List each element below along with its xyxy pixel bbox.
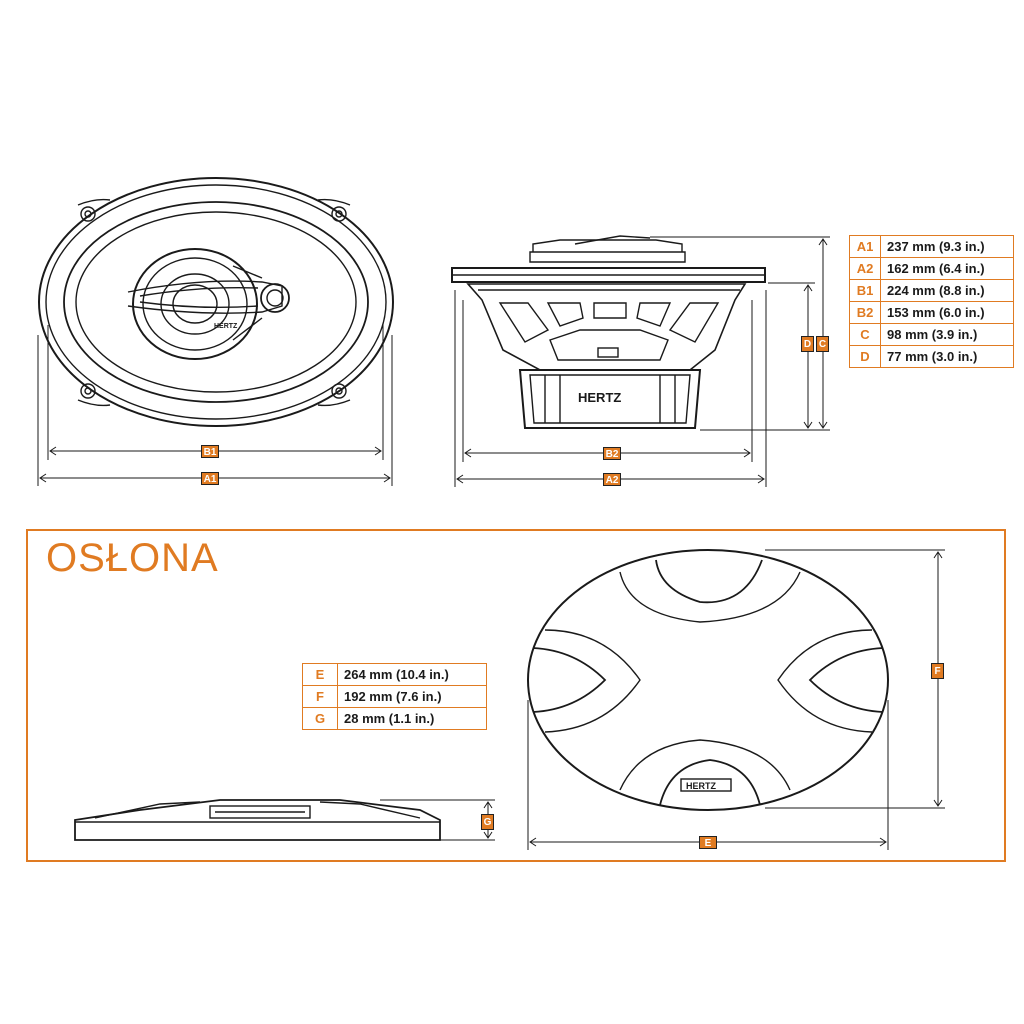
dim-value: 28 mm (1.1 in.) bbox=[337, 707, 487, 730]
dim-key: G bbox=[302, 707, 338, 730]
cover-g-dimension bbox=[380, 799, 495, 841]
dim-value: 77 mm (3.0 in.) bbox=[880, 345, 1014, 368]
dim-key: E bbox=[302, 663, 338, 686]
cover-section-frame bbox=[26, 529, 1006, 862]
badge-f: F bbox=[931, 663, 944, 679]
table-row: F 192 mm (7.6 in.) bbox=[302, 685, 487, 708]
badge-b1: B1 bbox=[201, 445, 219, 458]
dim-key: B1 bbox=[849, 279, 881, 302]
speaker-dimensions-table: A1 237 mm (9.3 in.) A2 162 mm (6.4 in.) … bbox=[849, 235, 1014, 368]
badge-a1: A1 bbox=[201, 472, 219, 485]
dim-value: 237 mm (9.3 in.) bbox=[880, 235, 1014, 258]
table-row: B1 224 mm (8.8 in.) bbox=[849, 279, 1014, 302]
dim-value: 98 mm (3.9 in.) bbox=[880, 323, 1014, 346]
dim-key: A1 bbox=[849, 235, 881, 258]
table-row: A1 237 mm (9.3 in.) bbox=[849, 235, 1014, 258]
table-row: D 77 mm (3.0 in.) bbox=[849, 345, 1014, 368]
dim-key: D bbox=[849, 345, 881, 368]
dim-value: 264 mm (10.4 in.) bbox=[337, 663, 487, 686]
dim-value: 153 mm (6.0 in.) bbox=[880, 301, 1014, 324]
table-row: E 264 mm (10.4 in.) bbox=[302, 663, 487, 686]
badge-c: C bbox=[816, 336, 829, 352]
table-row: C 98 mm (3.9 in.) bbox=[849, 323, 1014, 346]
dim-key: A2 bbox=[849, 257, 881, 280]
dim-value: 192 mm (7.6 in.) bbox=[337, 685, 487, 708]
speaker-side-view: HERTZ bbox=[451, 235, 766, 429]
badge-e: E bbox=[699, 836, 717, 849]
badge-d: D bbox=[801, 336, 814, 352]
cover-dimensions-table: E 264 mm (10.4 in.) F 192 mm (7.6 in.) G… bbox=[302, 663, 487, 730]
cover-title: OSŁONA bbox=[46, 536, 219, 580]
dim-key: C bbox=[849, 323, 881, 346]
speaker-front-view: HERTZ bbox=[38, 177, 394, 427]
table-row: G 28 mm (1.1 in.) bbox=[302, 707, 487, 730]
cover-logo: HERTZ bbox=[686, 781, 716, 791]
side-dimension-lines bbox=[454, 236, 830, 487]
table-row: A2 162 mm (6.4 in.) bbox=[849, 257, 1014, 280]
side-logo: HERTZ bbox=[578, 390, 621, 405]
front-dimension-lines bbox=[37, 325, 393, 486]
badge-b2: B2 bbox=[603, 447, 621, 460]
speaker-logo: HERTZ bbox=[214, 323, 238, 330]
table-row: B2 153 mm (6.0 in.) bbox=[849, 301, 1014, 324]
dim-key: B2 bbox=[849, 301, 881, 324]
dim-value: 162 mm (6.4 in.) bbox=[880, 257, 1014, 280]
badge-g: G bbox=[481, 814, 494, 830]
badge-a2: A2 bbox=[603, 473, 621, 486]
cover-side-profile bbox=[74, 799, 441, 841]
dim-key: F bbox=[302, 685, 338, 708]
dim-value: 224 mm (8.8 in.) bbox=[880, 279, 1014, 302]
cover-front-view: HERTZ bbox=[527, 549, 889, 811]
